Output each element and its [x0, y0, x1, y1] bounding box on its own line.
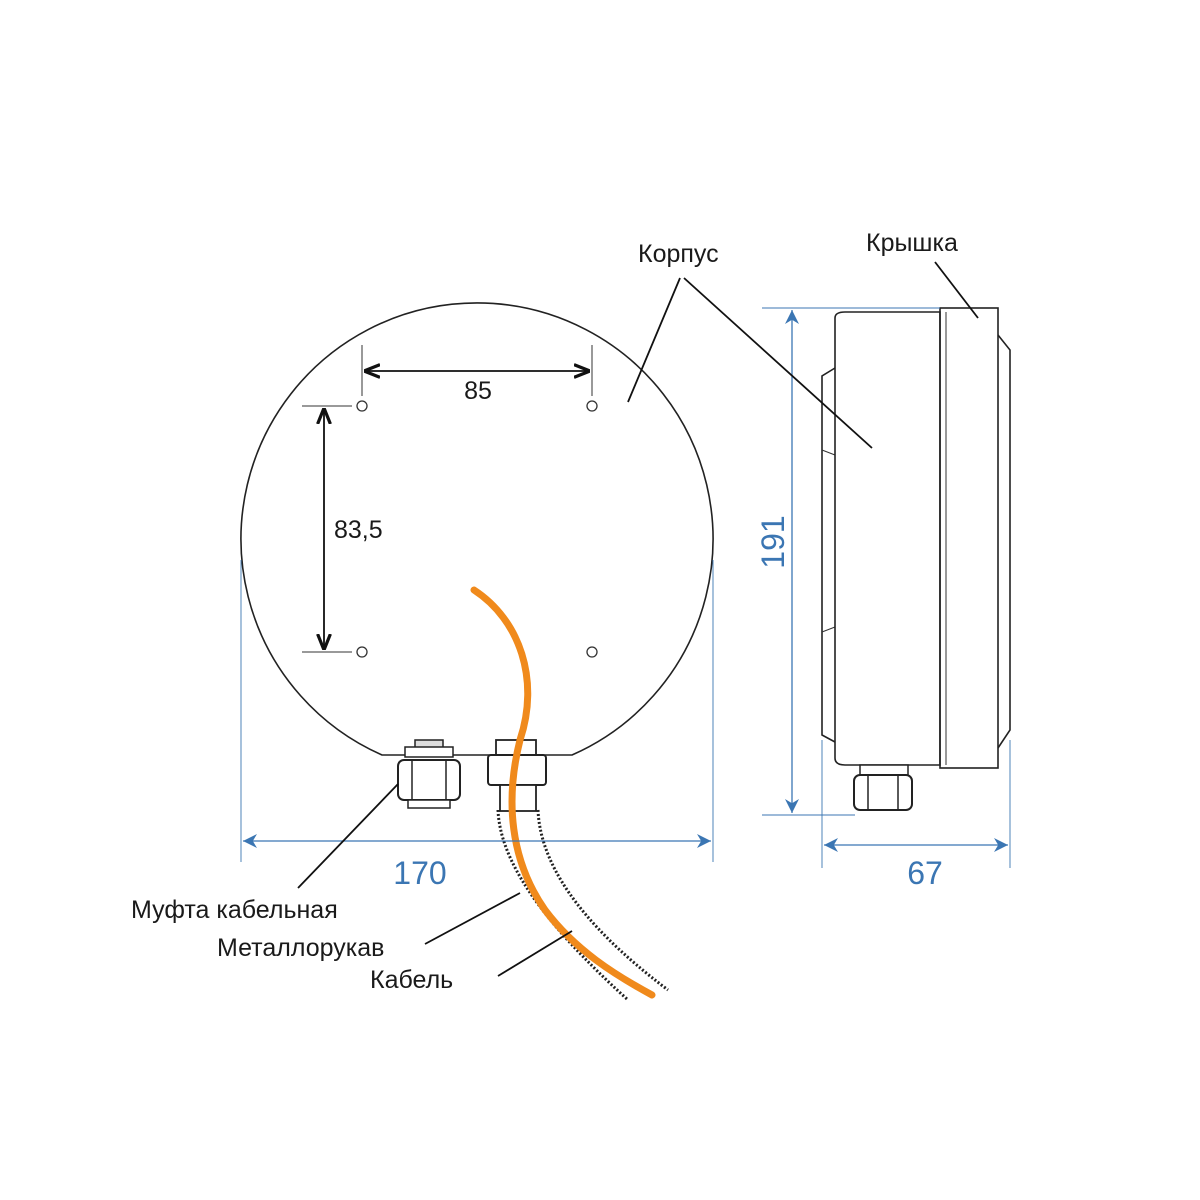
- dimension-hole-spacing-h: [361, 345, 593, 396]
- label-body: Корпус: [638, 240, 719, 268]
- metal-hose-left-wall: [496, 809, 630, 1002]
- label-metal-hose: Металлорукав: [217, 934, 384, 962]
- dimension-hole-spacing-v-value: 83,5: [334, 516, 383, 544]
- mounting-hole-top-right: [586, 400, 598, 412]
- dimension-width-value: 170: [393, 855, 446, 891]
- label-cable-gland: Муфта кабельная: [131, 896, 338, 924]
- side-back-profile: [821, 367, 836, 743]
- dimension-height: [762, 307, 940, 816]
- dimension-hole-spacing-v: [302, 405, 352, 653]
- side-housing-body: [834, 311, 941, 766]
- mounting-hole-bottom-left: [356, 646, 368, 658]
- dimension-height-value: 191: [755, 515, 791, 568]
- dimension-depth-value: 67: [907, 855, 943, 891]
- label-lid: Крышка: [866, 229, 958, 257]
- dimension-width: [240, 560, 714, 862]
- cable-gland: [397, 739, 461, 809]
- front-housing-outline: [240, 302, 714, 756]
- front-view: [240, 302, 714, 1002]
- dimension-hole-spacing-h-value: 85: [464, 377, 492, 405]
- side-view: [821, 307, 1011, 811]
- cable-line: [470, 586, 656, 999]
- side-cable-gland: [853, 764, 913, 811]
- side-lid-edge: [997, 334, 1011, 749]
- side-lid: [939, 307, 999, 769]
- mounting-hole-top-left: [356, 400, 368, 412]
- mounting-hole-bottom-right: [586, 646, 598, 658]
- metal-hose-right-wall: [536, 809, 669, 992]
- dimension-depth: [821, 740, 1011, 868]
- leader-lines: [297, 261, 979, 977]
- label-cable: Кабель: [370, 966, 453, 994]
